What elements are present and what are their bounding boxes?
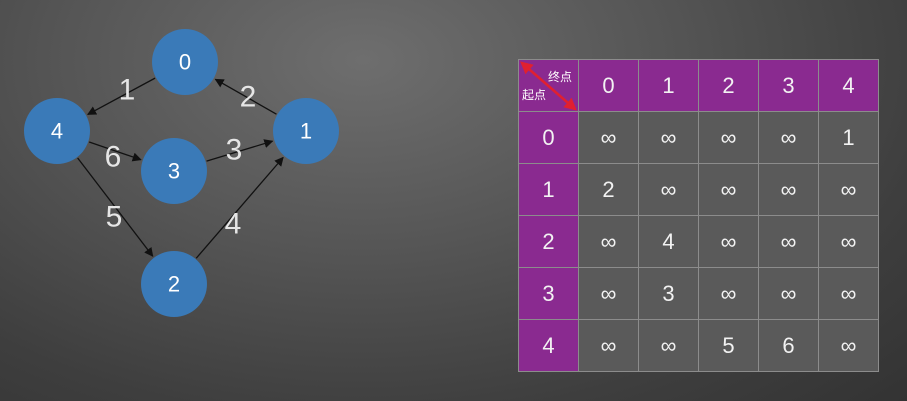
node-label: 3 xyxy=(168,159,180,184)
edge-weight-3-1: 3 xyxy=(226,134,243,167)
matrix-cell: ∞ xyxy=(638,163,699,216)
matrix-cell: 4 xyxy=(638,215,699,268)
row-header-0: 0 xyxy=(518,111,579,164)
graph-node-2: 2 xyxy=(141,251,207,317)
edge-3-to-1 xyxy=(206,139,274,162)
graph-node-4: 4 xyxy=(24,98,90,164)
graph-node-0: 0 xyxy=(152,29,218,95)
edge-1-to-0 xyxy=(214,78,277,115)
edge-weight-1-0: 2 xyxy=(240,81,257,114)
matrix-cell: ∞ xyxy=(698,215,759,268)
matrix-cell: ∞ xyxy=(638,319,699,372)
matrix-cell: ∞ xyxy=(698,163,759,216)
column-header-1: 1 xyxy=(638,59,699,112)
matrix-row-0: 0∞∞∞∞1 xyxy=(518,111,879,164)
matrix-cell: ∞ xyxy=(698,111,759,164)
matrix-cell: 5 xyxy=(698,319,759,372)
matrix-cell: ∞ xyxy=(758,215,819,268)
matrix-cell: ∞ xyxy=(818,319,879,372)
graph-node-1: 1 xyxy=(273,98,339,164)
edge-4-to-3 xyxy=(88,141,142,162)
node-circle xyxy=(24,98,90,164)
matrix-cell: ∞ xyxy=(578,267,639,320)
matrix-cell: ∞ xyxy=(578,319,639,372)
node-label: 2 xyxy=(168,272,180,297)
column-header-0: 0 xyxy=(578,59,639,112)
matrix-cell: ∞ xyxy=(758,111,819,164)
end-point-label: 终点 xyxy=(547,70,572,84)
node-circle xyxy=(152,29,218,95)
diagonal-arrow-icon xyxy=(520,61,577,111)
matrix-corner-cell: 终点起点 xyxy=(518,59,579,112)
graph-node-3: 3 xyxy=(141,138,207,204)
matrix-cell: 6 xyxy=(758,319,819,372)
directed-graph: 1 2 3 4 5 6 0 1 2 3 4 xyxy=(24,29,339,317)
matrix-cell: ∞ xyxy=(758,267,819,320)
row-header-4: 4 xyxy=(518,319,579,372)
start-point-label: 起点 xyxy=(522,88,547,102)
matrix-cell: ∞ xyxy=(638,111,699,164)
edge-4-to-2 xyxy=(77,157,154,257)
edge-weight-4-3: 6 xyxy=(105,141,122,174)
node-circle xyxy=(141,251,207,317)
matrix-cell: 2 xyxy=(578,163,639,216)
matrix-cell: ∞ xyxy=(818,215,879,268)
matrix-cell: ∞ xyxy=(758,163,819,216)
node-label: 4 xyxy=(51,119,63,144)
matrix-row-3: 3∞3∞∞∞ xyxy=(518,267,879,320)
node-circle xyxy=(273,98,339,164)
node-label: 0 xyxy=(179,50,191,75)
matrix-cell: 1 xyxy=(818,111,879,164)
edge-2-to-1 xyxy=(195,156,284,259)
node-label: 1 xyxy=(300,119,312,144)
matrix-cell: ∞ xyxy=(698,267,759,320)
edge-weight-2-1: 4 xyxy=(225,208,242,241)
node-circle xyxy=(141,138,207,204)
edge-weight-4-2: 5 xyxy=(106,201,123,234)
column-header-3: 3 xyxy=(758,59,819,112)
row-header-2: 2 xyxy=(518,215,579,268)
column-header-2: 2 xyxy=(698,59,759,112)
matrix-cell: ∞ xyxy=(578,215,639,268)
matrix-row-2: 2∞4∞∞∞ xyxy=(518,215,879,268)
matrix-cell: 3 xyxy=(638,267,699,320)
column-header-4: 4 xyxy=(818,59,879,112)
edge-weight-0-4: 1 xyxy=(119,74,136,107)
matrix-cell: ∞ xyxy=(578,111,639,164)
row-header-1: 1 xyxy=(518,163,579,216)
matrix-cell: ∞ xyxy=(818,267,879,320)
matrix-cell: ∞ xyxy=(818,163,879,216)
edge-0-to-4 xyxy=(87,77,156,115)
row-header-3: 3 xyxy=(518,267,579,320)
